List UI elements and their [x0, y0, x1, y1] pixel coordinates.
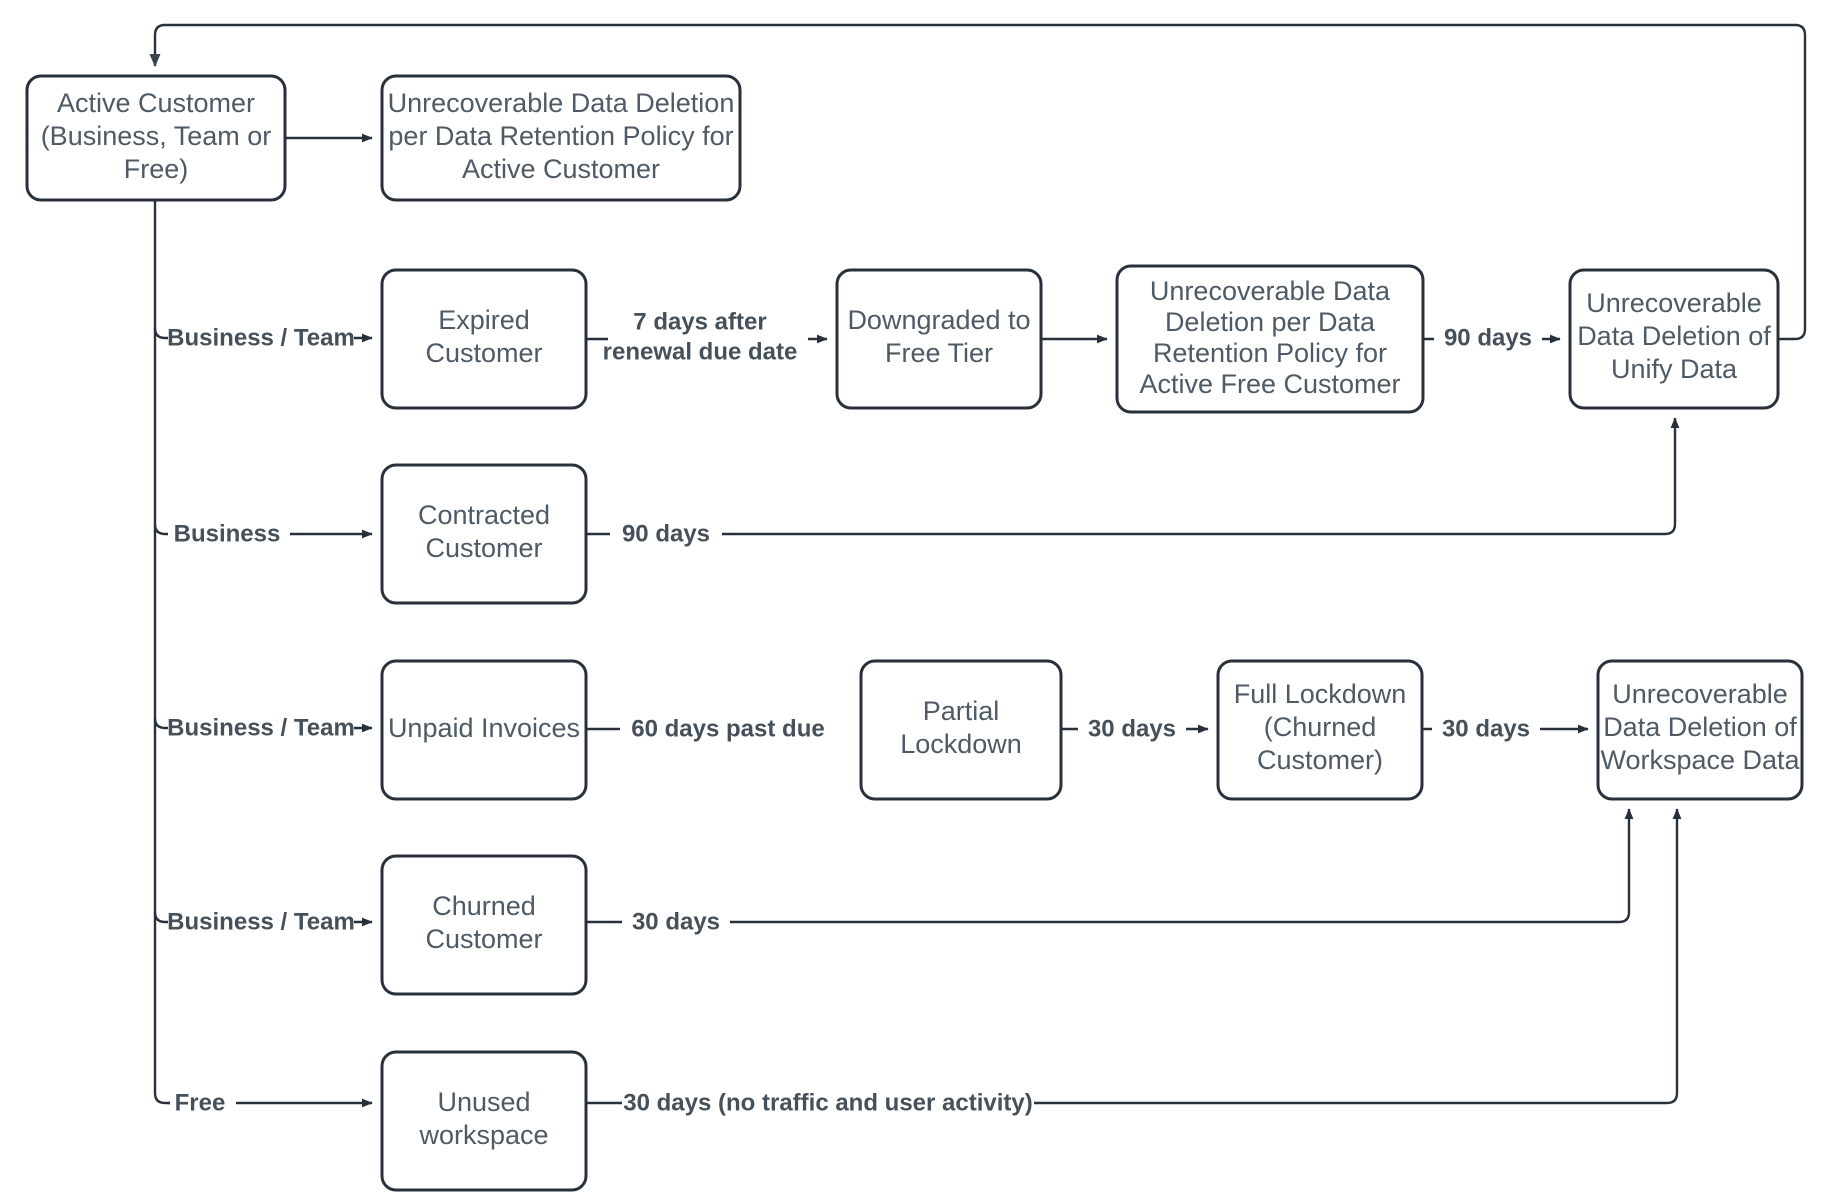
edge-churned-to-workspace-deletion: 30 days	[586, 808, 1634, 938]
node-label-line: Expired	[438, 305, 530, 335]
edge-label-business-team-churned: Business / Team	[167, 908, 355, 935]
edge-label-business-contracted: Business	[174, 520, 281, 547]
node-label-line: Active Customer	[462, 154, 660, 184]
edge-contracted-to-unify: 90 days	[586, 417, 1680, 550]
node-label-line: Customer	[425, 533, 542, 563]
node-churned-customer[interactable]: Churned Customer	[380, 854, 588, 996]
edge-label-30-days-no-traffic: 30 days (no traffic and user activity)	[623, 1089, 1032, 1116]
node-label-line: Active Customer	[57, 88, 255, 118]
node-downgraded-to-free-tier[interactable]: Downgraded to Free Tier	[835, 268, 1043, 410]
edge-label-30-days-full: 30 days	[1442, 715, 1530, 742]
node-label-line: Customer	[425, 924, 542, 954]
node-unrecoverable-deletion-workspace-data[interactable]: Unrecoverable Data Deletion of Workspace…	[1596, 659, 1804, 801]
edge-label-free-unused: Free	[175, 1089, 226, 1116]
node-active-customer[interactable]: Active Customer (Business, Team or Free)	[25, 74, 287, 202]
node-contracted-customer[interactable]: Contracted Customer	[380, 463, 588, 605]
node-partial-lockdown[interactable]: Partial Lockdown	[859, 659, 1063, 801]
edge-label-30-days-churned: 30 days	[632, 908, 720, 935]
node-label-line: Partial	[923, 696, 1000, 726]
node-label-line: Unrecoverable	[1612, 679, 1788, 709]
edge-label-60-days-past-due: 60 days past due	[631, 715, 824, 742]
node-label-line: (Churned	[1264, 712, 1377, 742]
edge-full-to-workspace-deletion: 30 days	[1422, 713, 1589, 745]
edge-spine-from-active	[153, 200, 175, 1105]
node-label-line: Lockdown	[900, 729, 1022, 759]
node-label-line: Data Deletion of	[1603, 712, 1797, 742]
node-label-line: Downgraded to	[847, 305, 1030, 335]
node-label-line: Unrecoverable Data Deletion	[388, 88, 735, 118]
edge-label-90-days-contracted: 90 days	[622, 520, 710, 547]
node-label-line: Unused	[437, 1087, 530, 1117]
node-label-line: workspace	[418, 1120, 548, 1150]
edge-active-to-unused: Free	[168, 1087, 373, 1119]
node-unused-workspace[interactable]: Unused workspace	[380, 1050, 588, 1192]
node-expired-customer[interactable]: Expired Customer	[380, 268, 588, 410]
node-label-line: Unrecoverable Data	[1150, 276, 1391, 306]
node-unpaid-invoices[interactable]: Unpaid Invoices	[380, 659, 588, 801]
node-label-line: Unify Data	[1611, 354, 1738, 384]
edge-unrecoverable-free-to-unify: 90 days	[1423, 322, 1561, 354]
node-label-line: Active Free Customer	[1139, 369, 1400, 399]
node-label-line: Data Deletion of	[1577, 321, 1771, 351]
node-label-line: Retention Policy for	[1153, 338, 1387, 368]
edge-label-7-days-line1: 7 days after	[633, 308, 766, 335]
node-label-line: Churned	[432, 891, 536, 921]
node-label-line: Customer)	[1257, 745, 1383, 775]
edge-label-90-days-free: 90 days	[1444, 324, 1532, 351]
edge-label-30-days-partial: 30 days	[1088, 715, 1176, 742]
node-unrecoverable-deletion-active-customer[interactable]: Unrecoverable Data Deletion per Data Ret…	[380, 74, 742, 202]
node-label-line: Unrecoverable	[1586, 288, 1762, 318]
edge-unpaid-to-partial: 60 days past due	[586, 713, 858, 745]
edge-label-business-team-expired: Business / Team	[167, 324, 355, 351]
edge-active-to-expired: Business / Team	[153, 322, 373, 354]
node-label-line: Unpaid Invoices	[388, 713, 580, 743]
edge-loop-back-to-active	[149, 23, 1807, 341]
edge-unused-to-workspace-deletion: 30 days (no traffic and user activity)	[586, 808, 1682, 1119]
node-unrecoverable-deletion-active-free-customer[interactable]: Unrecoverable Data Deletion per Data Ret…	[1115, 264, 1425, 414]
node-label-line: Customer	[425, 338, 542, 368]
edge-active-to-unpaid: Business / Team	[153, 712, 373, 744]
node-label-line: Contracted	[418, 500, 550, 530]
node-label-line: Workspace Data	[1600, 745, 1800, 775]
node-label-line: Deletion per Data	[1165, 307, 1376, 337]
edge-active-to-contracted: Business	[153, 518, 373, 550]
node-label-line: Full Lockdown	[1234, 679, 1407, 709]
node-unrecoverable-deletion-unify-data[interactable]: Unrecoverable Data Deletion of Unify Dat…	[1568, 268, 1780, 410]
node-label-line: per Data Retention Policy for	[388, 121, 733, 151]
edge-label-7-days-line2: renewal due date	[603, 338, 798, 365]
edge-label-business-team-unpaid: Business / Team	[167, 714, 355, 741]
edge-expired-to-downgraded: 7 days after renewal due date	[586, 300, 828, 380]
edge-active-to-churned: Business / Team	[153, 906, 373, 938]
node-label-line: Free)	[124, 154, 189, 184]
node-label-line: (Business, Team or	[41, 121, 272, 151]
edge-partial-to-full: 30 days	[1061, 713, 1209, 745]
node-full-lockdown-churned-customer[interactable]: Full Lockdown (Churned Customer)	[1216, 659, 1424, 801]
node-label-line: Free Tier	[885, 338, 993, 368]
